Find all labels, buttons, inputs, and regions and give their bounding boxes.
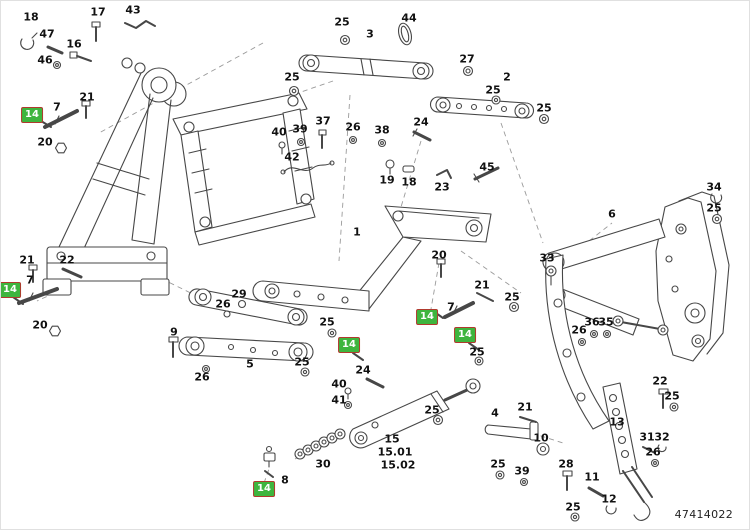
- part-callout[interactable]: 5: [246, 357, 254, 371]
- part-callout[interactable]: 41: [331, 393, 347, 407]
- washer-stack: [263, 428, 346, 478]
- part-callout[interactable]: 25: [284, 70, 300, 84]
- part-callout[interactable]: 47: [39, 27, 55, 41]
- part-callout[interactable]: 3: [366, 27, 374, 41]
- part-callout[interactable]: 25: [490, 457, 506, 471]
- hardware-middle-left: [12, 264, 83, 337]
- part-callout[interactable]: 15: [384, 432, 400, 446]
- part-callout[interactable]: 4: [491, 406, 499, 420]
- part-callout[interactable]: 13: [609, 415, 625, 429]
- hardware-bottom-right: [484, 416, 667, 522]
- drawbar-assembly: [252, 205, 492, 389]
- part-callout[interactable]: 2: [503, 70, 511, 84]
- part-callout[interactable]: 19: [379, 173, 395, 187]
- part-callout[interactable]: 25: [706, 201, 722, 215]
- highlighted-part-callout[interactable]: 14: [1, 282, 21, 298]
- highlighted-part-callout[interactable]: 14: [454, 327, 476, 343]
- lift-cylinder: [343, 378, 481, 449]
- part-callout[interactable]: 9: [170, 325, 178, 339]
- part-callout[interactable]: 25: [334, 15, 350, 29]
- part-callout[interactable]: 15.01: [377, 445, 413, 459]
- mast-weldment: [42, 57, 187, 296]
- part-callout[interactable]: 17: [90, 5, 106, 19]
- implement-frame: [172, 92, 316, 246]
- part-callout[interactable]: 26: [345, 120, 361, 134]
- part-callout[interactable]: 21: [19, 253, 35, 267]
- part-callout[interactable]: 38: [374, 123, 390, 137]
- part-callout[interactable]: 32: [654, 430, 670, 444]
- part-callout[interactable]: 26: [194, 370, 210, 384]
- part-callout[interactable]: 16: [66, 37, 82, 51]
- top-link: [288, 22, 434, 97]
- part-callout[interactable]: 20: [37, 135, 53, 149]
- part-callout[interactable]: 22: [652, 374, 668, 388]
- part-callout[interactable]: 29: [231, 287, 247, 301]
- part-callout[interactable]: 8: [281, 473, 289, 487]
- part-callout[interactable]: 24: [355, 363, 371, 377]
- part-callout[interactable]: 40: [271, 125, 287, 139]
- part-callout[interactable]: 25: [485, 83, 501, 97]
- part-callout[interactable]: 25: [504, 290, 520, 304]
- part-callout[interactable]: 46: [37, 53, 53, 67]
- part-callout[interactable]: 37: [315, 114, 331, 128]
- part-callout[interactable]: 25: [319, 315, 335, 329]
- part-callout[interactable]: 36: [584, 315, 600, 329]
- part-callout[interactable]: 1: [353, 225, 361, 239]
- part-callout[interactable]: 45: [479, 160, 495, 174]
- part-callout[interactable]: 24: [413, 115, 429, 129]
- part-callout[interactable]: 43: [125, 3, 141, 17]
- part-callout[interactable]: 25: [469, 345, 485, 359]
- part-callout[interactable]: 21: [79, 90, 95, 104]
- part-callout[interactable]: 7: [26, 273, 34, 287]
- part-callout[interactable]: 34: [706, 180, 722, 194]
- part-callout[interactable]: 12: [601, 492, 617, 506]
- part-callout[interactable]: 25: [664, 389, 680, 403]
- part-callout[interactable]: 7: [53, 100, 61, 114]
- part-callout[interactable]: 25: [565, 500, 581, 514]
- part-callout[interactable]: 44: [401, 11, 417, 25]
- part-callout[interactable]: 7: [447, 300, 455, 314]
- highlighted-part-callout[interactable]: 14: [253, 481, 275, 497]
- part-callout[interactable]: 26: [215, 297, 231, 311]
- part-callout[interactable]: 20: [32, 318, 48, 332]
- drawing-number: 47414022: [674, 508, 733, 521]
- part-callout[interactable]: 30: [315, 457, 331, 471]
- part-callout[interactable]: 26: [571, 323, 587, 337]
- part-callout[interactable]: 31: [639, 430, 655, 444]
- part-callout[interactable]: 27: [459, 52, 475, 66]
- part-callout[interactable]: 26: [645, 445, 661, 459]
- lift-link-arms: [168, 288, 314, 377]
- part-callout[interactable]: 25: [424, 403, 440, 417]
- part-callout[interactable]: 21: [474, 278, 490, 292]
- highlighted-part-callout[interactable]: 14: [21, 107, 43, 123]
- part-callout[interactable]: 15.02: [380, 458, 416, 472]
- part-callout[interactable]: 25: [536, 101, 552, 115]
- part-callout[interactable]: 42: [284, 150, 300, 164]
- part-callout[interactable]: 33: [539, 251, 555, 265]
- part-callout[interactable]: 18: [23, 10, 39, 24]
- hardware-center: [432, 258, 520, 366]
- part-callout[interactable]: 11: [584, 470, 600, 484]
- part-callout[interactable]: 35: [598, 315, 614, 329]
- highlighted-part-callout[interactable]: 14: [416, 309, 438, 325]
- part-callout[interactable]: 28: [558, 457, 574, 471]
- right-hitch-assembly: [542, 191, 730, 521]
- part-callout[interactable]: 20: [431, 248, 447, 262]
- part-callout[interactable]: 39: [514, 464, 530, 478]
- part-callout[interactable]: 22: [59, 253, 75, 267]
- stabilizer-bar: [430, 65, 550, 125]
- highlighted-part-callout[interactable]: 14: [338, 337, 360, 353]
- part-callout[interactable]: 6: [608, 207, 616, 221]
- part-callout[interactable]: 21: [517, 400, 533, 414]
- part-callout[interactable]: 39: [292, 122, 308, 136]
- fittings-hardware-row: [278, 128, 500, 183]
- part-callout[interactable]: 23: [434, 180, 450, 194]
- hardware-top-left: [20, 20, 156, 154]
- part-callout[interactable]: 40: [331, 377, 347, 391]
- part-callout[interactable]: 25: [294, 355, 310, 369]
- part-callout[interactable]: 10: [533, 431, 549, 445]
- part-callout[interactable]: 18: [401, 175, 417, 189]
